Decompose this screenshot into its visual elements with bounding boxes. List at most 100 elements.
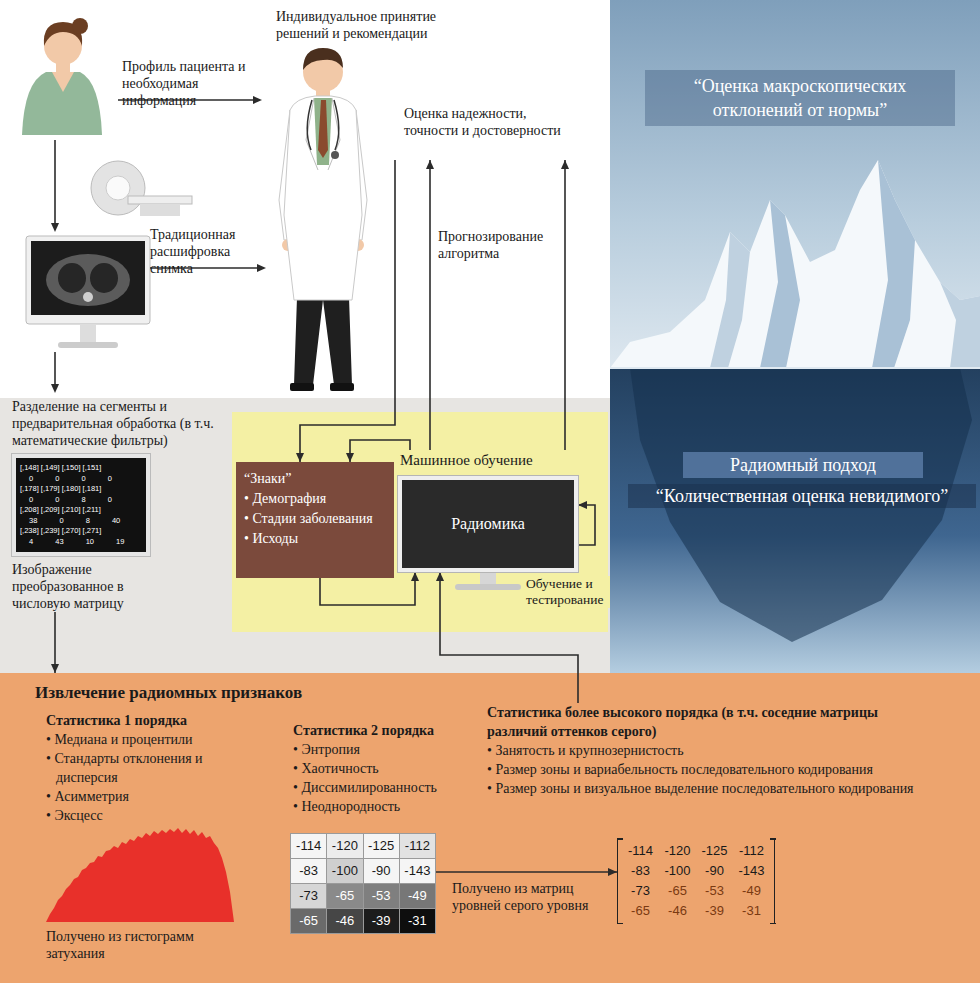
ct-monitor bbox=[58, 263, 86, 293]
doctor-figure bbox=[306, 98, 340, 170]
bullet-item: • Стандарты отклонения и дисперсия bbox=[46, 749, 236, 787]
connector-line bbox=[300, 160, 395, 462]
matrix-cell: -112 bbox=[733, 841, 770, 861]
step-caption: Изображение преобразованное в числовую м… bbox=[12, 561, 142, 612]
doctor-figure bbox=[330, 383, 354, 391]
feature-box: “Знаки”• Демография• Стадии заболевания•… bbox=[236, 462, 394, 578]
patient-figure bbox=[22, 18, 102, 135]
arrow-head bbox=[51, 664, 59, 673]
matrix-index-row: [,208] [,209] [,210] [,211] bbox=[20, 505, 142, 516]
matrix-cell: -125 bbox=[364, 834, 399, 858]
statistics-column: Статистика более высокого порядка (в т.ч… bbox=[487, 703, 927, 798]
flow-arrow bbox=[51, 384, 59, 393]
label-box: “Количественная оценка невидимого” bbox=[628, 484, 976, 508]
iceberg-illustration bbox=[872, 160, 915, 368]
column-heading: Статистика 2 порядка bbox=[293, 721, 478, 740]
flow-arrow bbox=[257, 264, 266, 272]
bracket-tick bbox=[770, 923, 776, 925]
monitor-screen: Радиомика bbox=[398, 476, 578, 572]
iceberg-illustration bbox=[710, 232, 750, 368]
iceberg-illustration bbox=[610, 367, 980, 369]
arrow-head bbox=[436, 572, 444, 581]
matrix-cell: -73 bbox=[291, 884, 326, 908]
connector-line bbox=[54, 612, 56, 673]
bullet-item: • Демография bbox=[244, 489, 386, 509]
iceberg-illustration bbox=[610, 160, 980, 368]
bullet-item: • Асимметрия bbox=[46, 787, 236, 806]
assessment-note: Оценка надежности, точности и достоверно… bbox=[404, 105, 569, 139]
matrix-cell: -73 bbox=[622, 881, 659, 901]
iceberg-illustration bbox=[760, 200, 800, 368]
bullet-item: • Неоднородность bbox=[293, 797, 478, 816]
approach-box: Радиомный подход bbox=[683, 452, 923, 478]
doctor-figure bbox=[279, 48, 367, 391]
matrix-cell: -143 bbox=[400, 859, 435, 883]
grey-level-matrix: -114-120-125-112-83-100-90-143-73-65-53-… bbox=[290, 833, 436, 934]
figure-caption: Получено из гистограмм затухания bbox=[46, 928, 236, 962]
doctor-box: Индивидуальное принятие решений и рекоме… bbox=[262, 0, 570, 160]
matrix-cell: -65 bbox=[659, 881, 696, 901]
bracket-tick bbox=[617, 838, 623, 840]
ct-monitor bbox=[31, 241, 145, 315]
orange-band bbox=[0, 673, 980, 983]
monitor-stand bbox=[455, 572, 521, 590]
doctor-figure bbox=[318, 100, 328, 158]
patient-figure bbox=[56, 62, 70, 72]
bullet-item: • Диссимилированность bbox=[293, 778, 478, 797]
ct-scanner bbox=[128, 196, 192, 204]
connector-line bbox=[429, 160, 431, 450]
connector bbox=[436, 868, 617, 876]
matrix-value-row: 0 0 0 0 bbox=[20, 474, 142, 485]
doctor-figure bbox=[331, 151, 339, 159]
patient-figure bbox=[72, 18, 88, 34]
matrix-value-row: 0 0 8 0 bbox=[20, 495, 142, 506]
arrow-head bbox=[296, 453, 304, 462]
box-heading: “Знаки” bbox=[244, 469, 386, 489]
doctor-figure bbox=[303, 48, 343, 70]
statistics-column: Статистика 2 порядка• Энтропия• Хаотично… bbox=[293, 721, 478, 816]
patient-figure bbox=[22, 72, 102, 135]
feature-extraction-band: Извлечение радиомных признаковСтатистика… bbox=[0, 673, 980, 983]
bullet-item: • Размер зоны и визуальное выделение пос… bbox=[487, 779, 927, 798]
ct-scanner bbox=[140, 204, 180, 216]
matrix-cell: -83 bbox=[291, 859, 326, 883]
approach-title: Радиомный подход bbox=[689, 453, 917, 477]
attenuation-histogram bbox=[46, 828, 234, 922]
matrix-cell: -114 bbox=[291, 834, 326, 858]
flow-arrow bbox=[54, 140, 56, 224]
matrix-monitor-box: Разделение на сегменты и предварительная… bbox=[12, 398, 227, 612]
ct-monitor bbox=[46, 254, 130, 306]
band-heading: Извлечение радиомных признаков bbox=[35, 682, 980, 703]
matrix-cell: -120 bbox=[659, 841, 696, 861]
orange-band bbox=[0, 673, 980, 983]
arrow-head bbox=[411, 572, 419, 581]
matrix-cell: -65 bbox=[327, 884, 362, 908]
arrow-head bbox=[561, 160, 569, 169]
bullet-item: • Эксцесс bbox=[46, 806, 236, 825]
ct-scanner bbox=[106, 176, 130, 200]
doctor-figure bbox=[307, 100, 339, 150]
matrix-cell: -49 bbox=[400, 884, 435, 908]
annotation-label: Профиль пациента и необходимая информаци… bbox=[122, 58, 274, 109]
matrix-cell: -49 bbox=[733, 881, 770, 901]
doctor-figure bbox=[314, 98, 332, 165]
flow-arrow bbox=[253, 96, 262, 104]
column-heading: Статистика 1 порядка bbox=[46, 711, 236, 730]
edge-label-box: Получено из матриц уровней серого уровня bbox=[452, 880, 614, 914]
connector bbox=[51, 612, 59, 673]
label-box: Профиль пациента и необходимая информаци… bbox=[122, 58, 274, 109]
matrix-cell: -46 bbox=[327, 909, 362, 933]
annotation-label: “Количественная оценка невидимого” bbox=[628, 484, 976, 508]
bullet-item: • Занятость и крупнозернистость bbox=[487, 741, 927, 760]
matrix-cell: -100 bbox=[327, 859, 362, 883]
bullet-item: • Хаотичность bbox=[293, 759, 478, 778]
connector-line bbox=[564, 160, 566, 450]
patient-figure bbox=[52, 72, 74, 92]
monitor-stand bbox=[480, 572, 496, 584]
bullet-item: • Медиана и процентили bbox=[46, 730, 236, 749]
matrix-cell: -53 bbox=[696, 881, 733, 901]
connector bbox=[426, 160, 434, 450]
iceberg-caption-box: “Оценка макроскопических отклонений от н… bbox=[645, 70, 955, 126]
matrix-value-row: 38 0 8 40 bbox=[20, 516, 142, 527]
bullet-item: • Стадии заболевания bbox=[244, 509, 386, 529]
